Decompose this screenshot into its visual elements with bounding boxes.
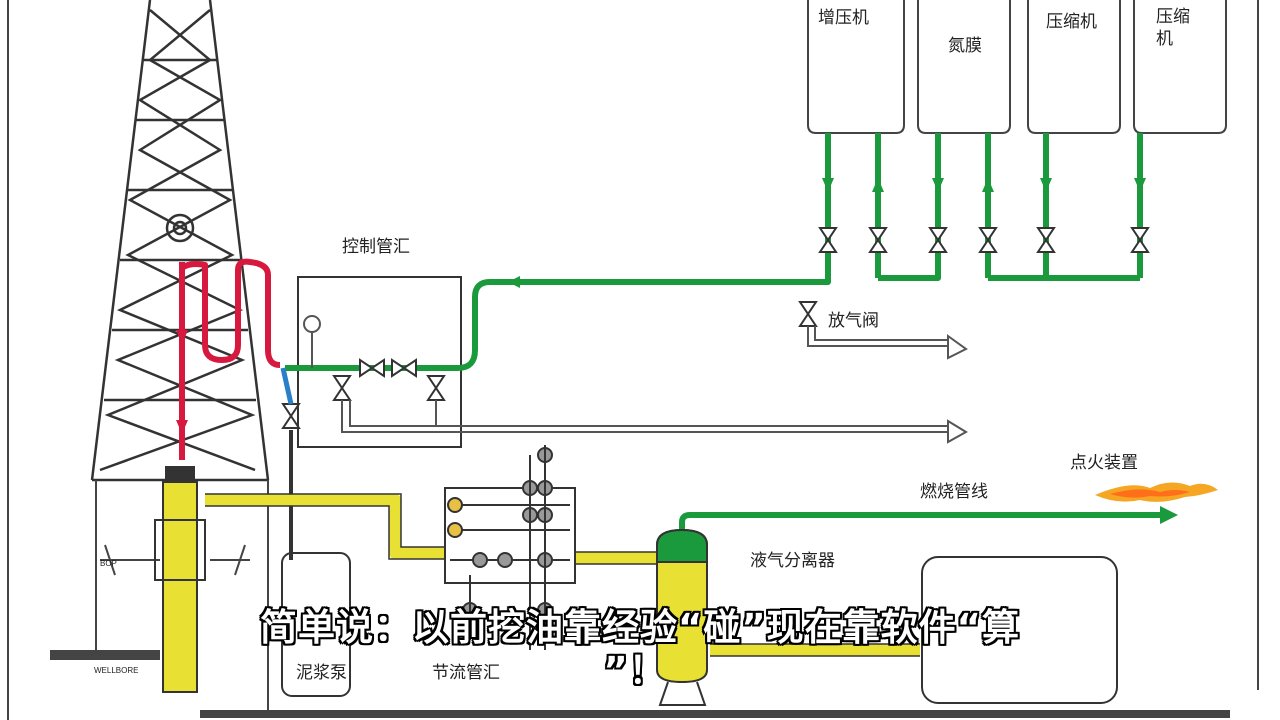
wellbore-label: WELLBORE (94, 666, 138, 675)
ignition-flame (1095, 482, 1218, 502)
compressor-tank-2 (1133, 0, 1227, 134)
booster-label: 增压机 (818, 8, 869, 28)
nitrogen-membrane-label: 氮膜 (948, 36, 982, 56)
compressor-2-label-line1: 压缩 (1156, 7, 1190, 27)
hot-arrows (176, 330, 188, 434)
gas-lines (285, 133, 1165, 548)
mud-line-outline (205, 493, 920, 657)
nitrogen-membrane-tank (917, 0, 1011, 134)
gas-arrows (508, 178, 1178, 524)
substructure (95, 480, 269, 714)
compressor-2-label-line2: 机 (1156, 29, 1173, 49)
separator-vessel (656, 528, 708, 706)
flare-line-label: 燃烧管线 (920, 482, 988, 502)
compressor-tank-1 (1027, 0, 1121, 134)
mud-pump-tank (281, 552, 351, 697)
blue-connector (280, 367, 294, 405)
vent-valve-label: 放气阀 (828, 311, 879, 331)
choke-manifold-label: 节流管汇 (432, 663, 500, 683)
wellhead-top (165, 466, 195, 482)
wellhead-column (162, 481, 198, 693)
vent-lines (303, 315, 968, 444)
control-manifold-label: 控制管汇 (342, 237, 410, 257)
compressor-1-label: 压缩机 (1046, 12, 1097, 32)
booster-tank (807, 0, 905, 134)
valves (281, 227, 1150, 429)
bop-stack (154, 519, 206, 581)
choke-manifold-equipment (444, 445, 576, 650)
compressor-tanks (807, 0, 1227, 134)
subtitle-line-1: 简单说：以前挖油靠经验“碰”现在靠软件“算 (260, 606, 1020, 649)
frame (7, 0, 1259, 720)
bop-label: BOP (100, 559, 117, 568)
separator-label: 液气分离器 (750, 551, 835, 571)
mud-pump-label: 泥浆泵 (296, 663, 347, 683)
mud-pit (921, 556, 1118, 704)
subtitle-line-2: ”！ (603, 649, 667, 692)
ignition-device-label: 点火装置 (1070, 453, 1138, 473)
control-manifold-box (297, 276, 462, 448)
